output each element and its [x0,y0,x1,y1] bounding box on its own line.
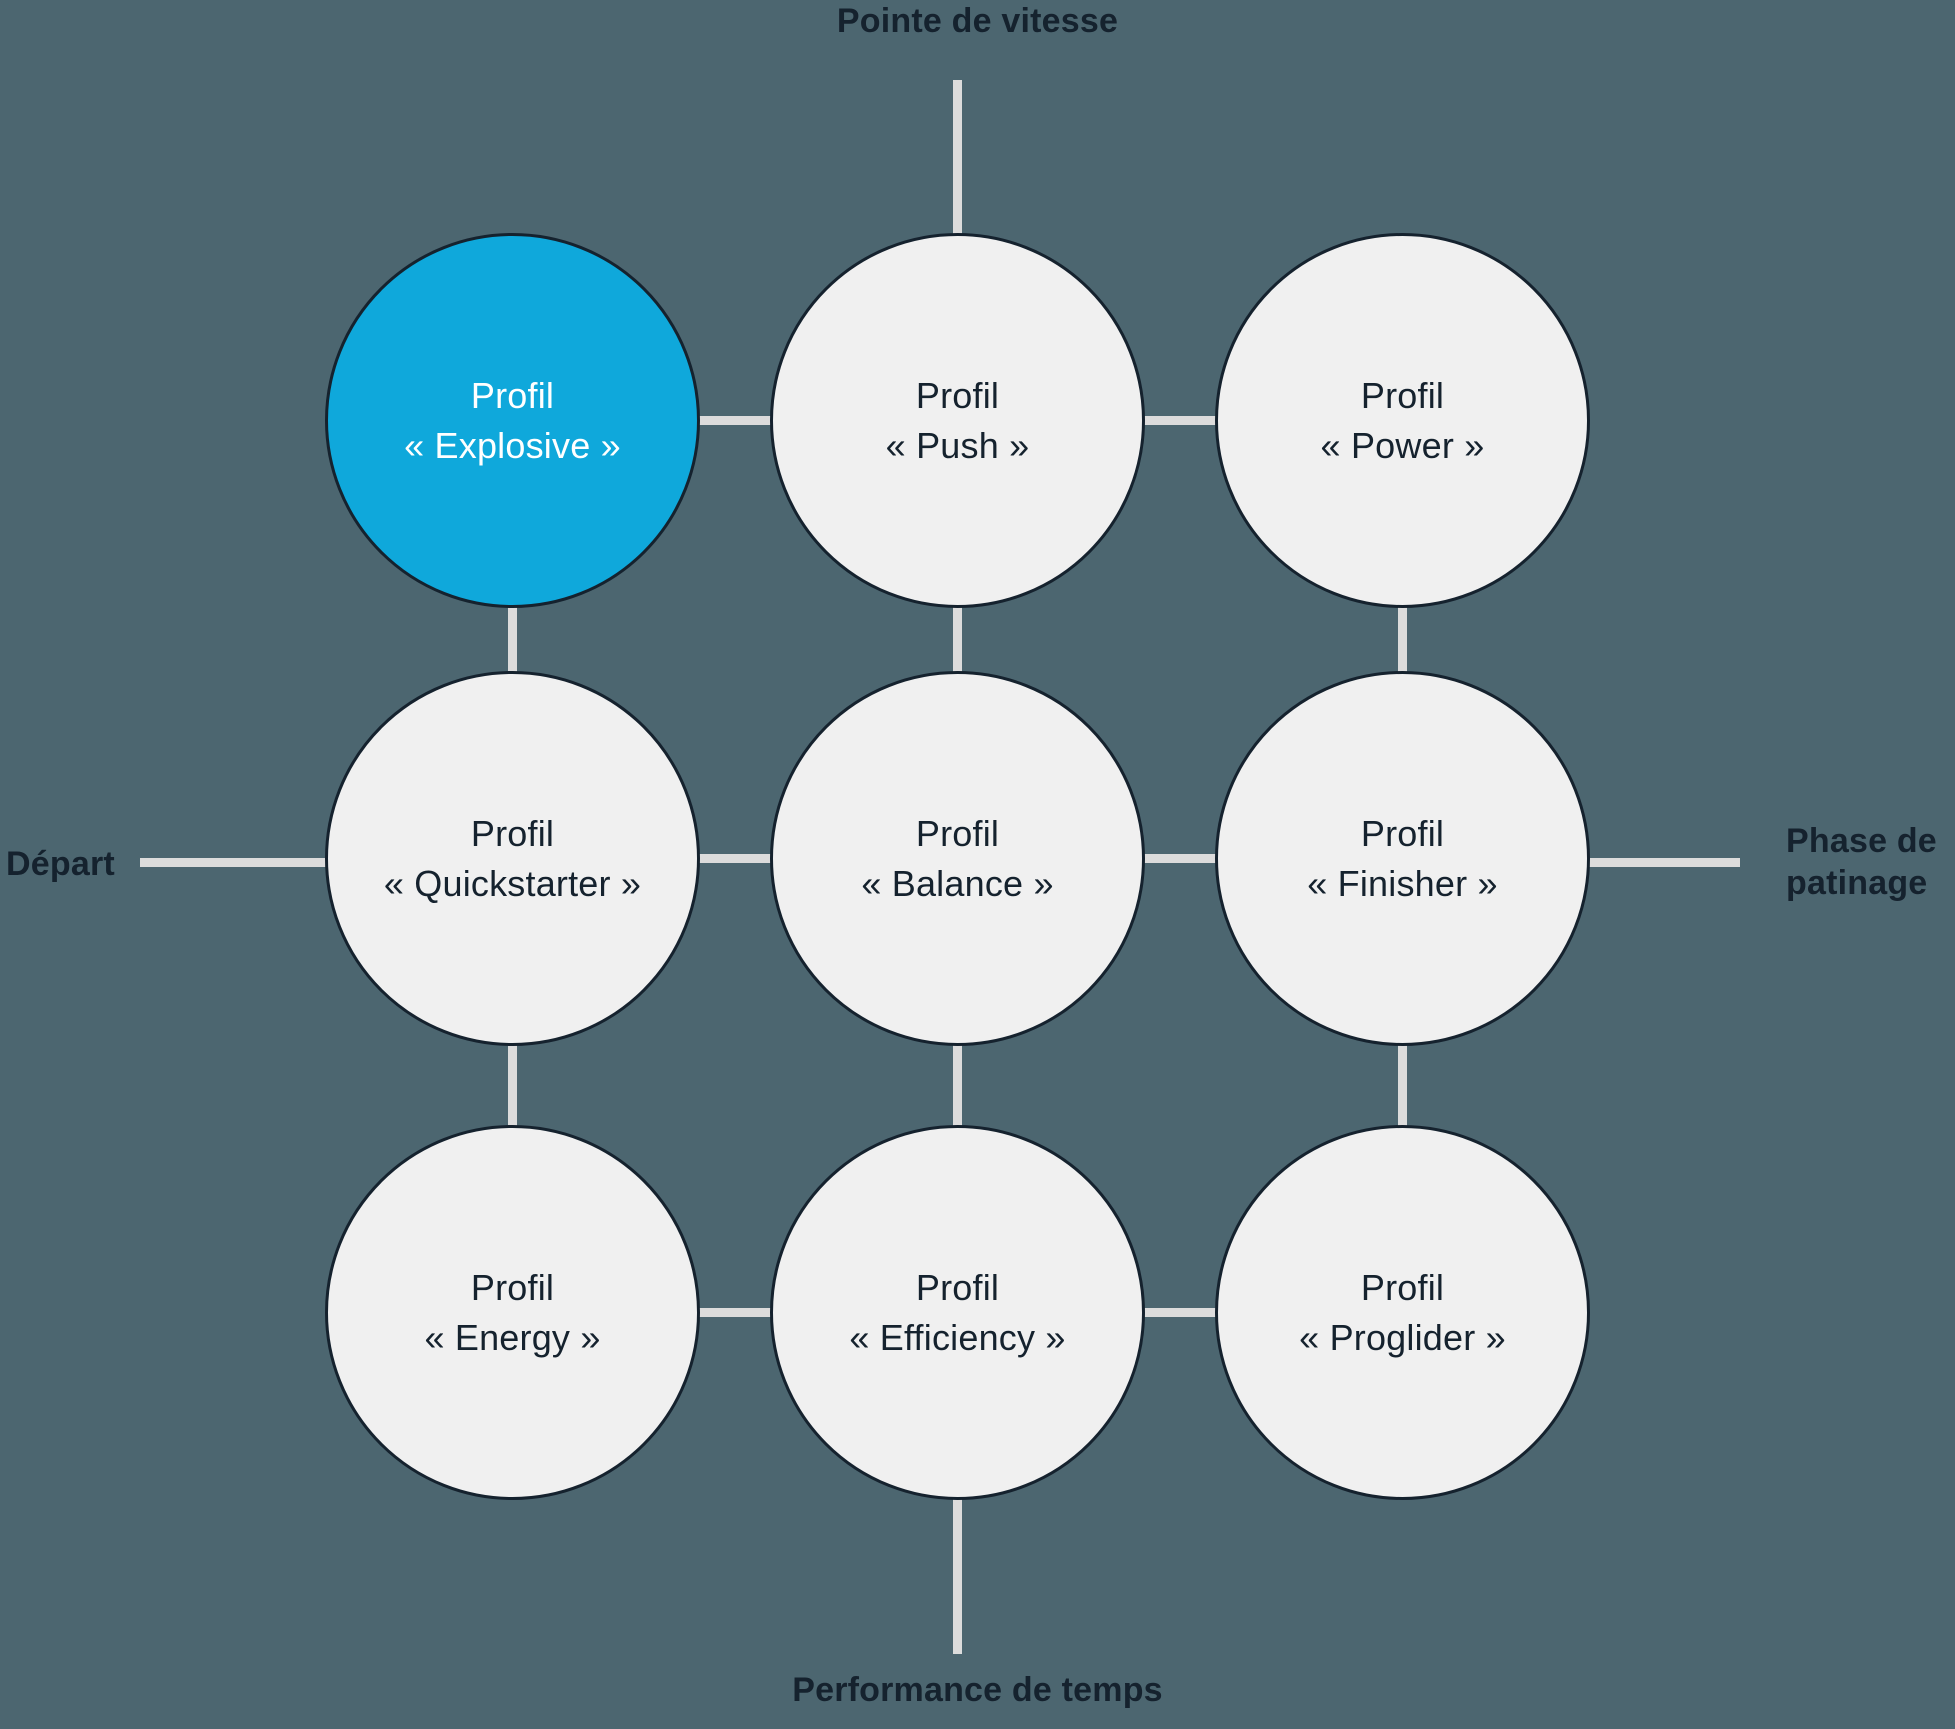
connector-quickstarter-balance [690,854,775,863]
node-balance[interactable]: Profil « Balance » [770,671,1145,1046]
connector-balance-efficiency [953,1038,962,1128]
node-prefix: Profil [1360,374,1445,416]
node-prefix: Profil [915,812,1000,854]
connector-axis-right [1585,858,1740,867]
node-prefix: Profil [470,1266,555,1308]
node-prefix: Profil [1360,1266,1445,1308]
node-prefix: Profil [470,374,555,416]
node-label: « Quickstarter » [383,862,642,904]
node-label: « Explosive » [404,424,621,466]
node-prefix: Profil [915,1266,1000,1308]
axis-label-bottom: Performance de temps [792,1671,1163,1709]
node-label: « Finisher » [1307,862,1498,904]
node-finisher[interactable]: Profil « Finisher » [1215,671,1590,1046]
connector-axis-left [140,858,330,867]
connector-quickstarter-energy [508,1038,517,1128]
axis-label-top: Pointe de vitesse [836,2,1119,40]
node-efficiency[interactable]: Profil « Efficiency » [770,1125,1145,1500]
node-label: « Energy » [424,1316,601,1358]
node-explosive[interactable]: Profil « Explosive » [325,233,700,608]
connector-axis-bottom [953,1494,962,1654]
connector-energy-efficiency [690,1308,775,1317]
connector-finisher-proglider [1398,1038,1407,1128]
node-label: « Balance » [861,862,1054,904]
node-prefix: Profil [470,812,555,854]
connector-power-finisher [1398,600,1407,675]
connector-push-balance [953,600,962,675]
node-label: « Power » [1320,424,1485,466]
connector-push-power [1135,416,1220,425]
connector-axis-top [953,80,962,240]
node-prefix: Profil [1360,812,1445,854]
node-power[interactable]: Profil « Power » [1215,233,1590,608]
node-energy[interactable]: Profil « Energy » [325,1125,700,1500]
node-label: « Proglider » [1299,1316,1506,1358]
node-proglider[interactable]: Profil « Proglider » [1215,1125,1590,1500]
connector-explosive-push [690,416,775,425]
connector-balance-finisher [1135,854,1220,863]
node-label: « Efficiency » [849,1316,1066,1358]
node-prefix: Profil [915,374,1000,416]
axis-label-right: Phase de patinage [1786,822,1937,903]
connector-efficiency-proglider [1135,1308,1220,1317]
axis-label-left: Départ [6,845,115,883]
node-quickstarter[interactable]: Profil « Quickstarter » [325,671,700,1046]
node-label: « Push » [885,424,1030,466]
connector-explosive-quickstarter [508,600,517,675]
node-push[interactable]: Profil « Push » [770,233,1145,608]
